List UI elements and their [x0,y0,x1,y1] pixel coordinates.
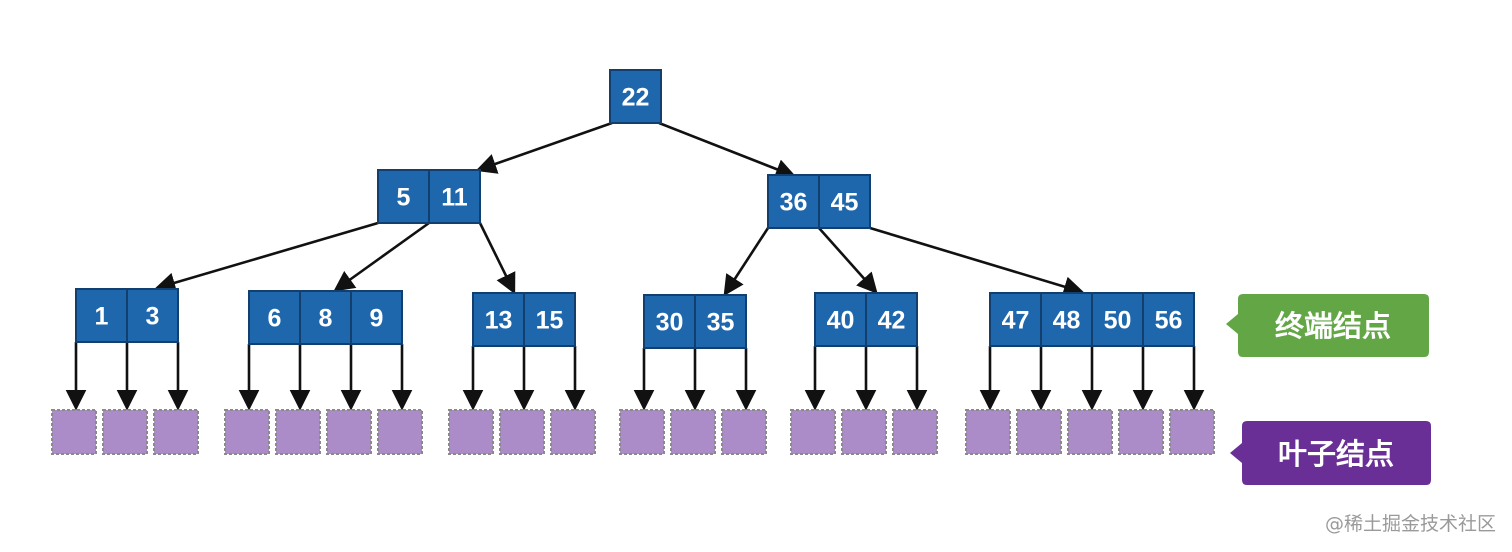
key-cell [767,174,820,229]
child-pointer-arrow [478,222,516,295]
key-cell [814,292,867,347]
leaf-node [102,409,148,455]
terminal-node: 13 15 [472,292,576,347]
key-cell [694,294,747,349]
key-value: 22 [622,84,650,112]
leaf-node [275,409,321,455]
key-cell [818,174,871,229]
leaf-node [499,409,545,455]
key-value: 48 [1053,307,1081,335]
terminal-node: 47 48 50 56 [989,292,1195,347]
leaf-nodes-tag-shape [1230,421,1431,485]
leaf-node [1016,409,1062,455]
key-cell [989,292,1042,347]
watermark: @稀土掘金技术社区 [1325,513,1496,535]
key-cell [75,288,128,343]
terminal-node: 6 8 9 [248,290,403,345]
key-value: 50 [1104,307,1132,335]
child-pointer-arrow [658,121,797,180]
key-cell [865,292,918,347]
key-cell [472,292,525,347]
child-pointer-arrow [333,221,430,292]
key-value: 9 [370,305,384,333]
leaf-node [965,409,1011,455]
child-pointer-arrow [869,226,1085,297]
key-cell [1091,292,1144,347]
key-value: 47 [1002,307,1030,335]
key-cell [523,292,576,347]
key-value: 13 [485,307,513,335]
key-value: 11 [441,184,468,212]
key-cell [1142,292,1195,347]
key-cell [248,290,301,345]
leaf-nodes-label: 叶子结点 [1278,437,1394,471]
leaf-layer [51,409,1215,455]
leaf-node [721,409,767,455]
key-value: 36 [780,189,808,217]
key-value: 6 [268,305,282,333]
leaf-node [1118,409,1164,455]
leaf-node [377,409,423,455]
terminal-node: 40 42 [814,292,918,347]
terminal-nodes-label: 终端结点 [1275,309,1391,343]
key-cell [428,169,481,224]
key-cell [643,294,696,349]
child-pointer-arrow [723,227,770,297]
key-value: 30 [656,309,684,337]
leaf-node [670,409,716,455]
key-value: 40 [827,307,855,335]
terminal-node: 30 35 [643,294,747,349]
key-value: 56 [1155,307,1183,335]
leaf-node [550,409,596,455]
leaf-node [326,409,372,455]
key-value: 15 [536,307,564,335]
leaf-nodes-tag: 叶子结点 [1230,421,1431,485]
child-pointer-arrow [818,227,878,294]
leaf-node [224,409,270,455]
leaf-node [892,409,938,455]
level1-node: 36 45 [767,174,871,229]
level1-node: 5 11 [377,169,481,224]
key-cell [299,290,352,345]
root-node: 22 [609,69,662,124]
leaf-node [790,409,836,455]
key-value: 8 [319,305,333,333]
key-value: 5 [397,184,411,212]
terminal-nodes-tag: 终端结点 [1226,294,1429,357]
key-value: 35 [707,309,735,337]
leaf-node [1067,409,1113,455]
terminal-nodes-tag-shape [1226,294,1429,357]
leaf-node [1169,409,1215,455]
key-value: 42 [878,307,906,335]
leaf-node [841,409,887,455]
child-pointer-arrow [154,221,379,293]
key-cell [126,288,179,343]
key-value: 45 [831,189,859,217]
edge-layer [65,121,1205,411]
leaf-node [619,409,665,455]
child-pointer-arrow [475,121,613,174]
key-value: 3 [146,303,160,331]
leaf-node [153,409,199,455]
leaf-node [51,409,97,455]
leaf-node [448,409,494,455]
key-cell [350,290,403,345]
key-value: 1 [95,303,109,331]
key-cell [609,69,662,124]
